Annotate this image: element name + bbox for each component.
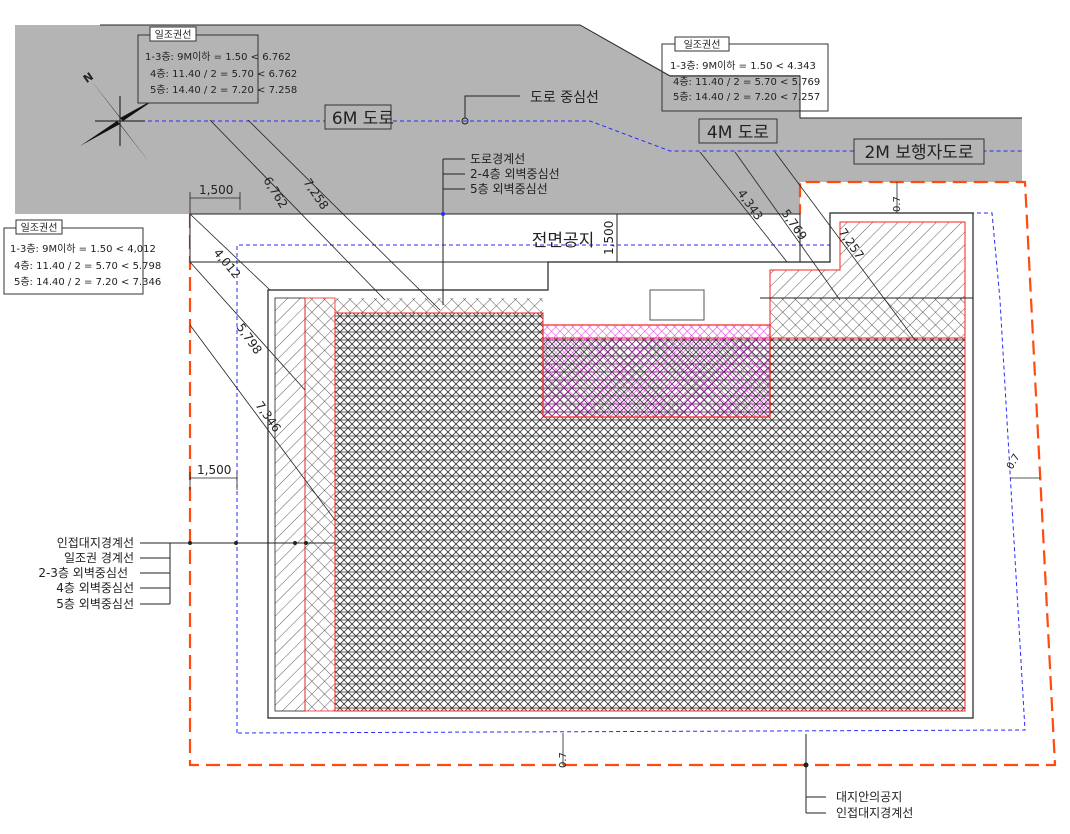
svg-text:2M 보행자도로: 2M 보행자도로 — [864, 143, 973, 163]
sunlight-box-1: 일조권선 1-3층: 9M이하 = 1.50 < 6.762 4층: 11.40… — [137, 26, 297, 104]
svg-text:5층 외벽중심선: 5층 외벽중심선 — [470, 182, 548, 196]
svg-text:일조권선: 일조권선 — [684, 39, 721, 51]
svg-text:일조권선: 일조권선 — [155, 29, 192, 41]
svg-text:4층: 11.40 / 2 = 5.70 < 5.769: 4층: 11.40 / 2 = 5.70 < 5.769 — [673, 76, 820, 88]
svg-text:인접대지경계선: 인접대지경계선 — [57, 536, 134, 550]
road-area — [15, 25, 1022, 214]
front-yard-dimension: 1,500 — [602, 221, 616, 255]
sunlight-box-2: 일조권선 1-3층: 9M이하 = 1.50 < 4.343 4층: 11.40… — [661, 36, 829, 112]
svg-text:2-3층 외벽중심선: 2-3층 외벽중심선 — [38, 566, 128, 580]
svg-text:인접대지경계선: 인접대지경계선 — [836, 806, 913, 820]
svg-text:일조권 경계선: 일조권 경계선 — [64, 551, 134, 565]
svg-text:5층: 14.40 / 2 = 7.20 < 7.257: 5층: 14.40 / 2 = 7.20 < 7.257 — [673, 91, 820, 103]
front-yard-box — [189, 213, 801, 263]
dim-gap-bottom: 0.7 — [558, 752, 569, 768]
svg-text:5층 외벽중심선: 5층 외벽중심선 — [56, 597, 134, 611]
left-callouts: 인접대지경계선 일조권 경계선 2-3층 외벽중심선 4층 외벽중심선 5층 외… — [38, 536, 335, 611]
road-center-callout: 도로 중심선 — [461, 90, 599, 125]
dim-5798: 5,798 — [234, 321, 265, 357]
top-callouts: 도로경계선 2-4층 외벽중심선 5층 외벽중심선 — [441, 152, 560, 305]
bottom-callouts: 대지안의공지 인접대지경계선 — [803, 734, 913, 820]
svg-text:4층: 11.40 / 2 = 5.70 < 6.762: 4층: 11.40 / 2 = 5.70 < 6.762 — [150, 68, 297, 80]
svg-text:5층: 14.40 / 2 = 7.20 < 7.346: 5층: 14.40 / 2 = 7.20 < 7.346 — [14, 276, 161, 288]
svg-text:도로경계선: 도로경계선 — [470, 152, 525, 166]
svg-text:5층: 14.40 / 2 = 7.20 < 7.258: 5층: 14.40 / 2 = 7.20 < 7.258 — [150, 84, 297, 96]
sunlight-box-3: 일조권선 1-3층: 9M이하 = 1.50 < 4,012 4층: 11.40… — [3, 219, 161, 295]
entrance-box — [649, 289, 705, 321]
dim-top-left-1500: 1,500 — [199, 183, 233, 197]
hatch-magenta-area — [542, 324, 771, 418]
dimension-lines — [189, 119, 1040, 765]
hatch-strip-diagonal — [274, 297, 306, 712]
svg-text:2-4층 외벽중심선: 2-4층 외벽중심선 — [470, 167, 560, 181]
road-4m-label: 4M 도로 — [698, 118, 778, 144]
hatch-right-cross — [769, 297, 966, 339]
svg-text:도로 중심선: 도로 중심선 — [530, 90, 599, 106]
svg-text:대지안의공지: 대지안의공지 — [836, 790, 902, 804]
site-boundary — [188, 180, 1057, 767]
road-2m-label: 2M 보행자도로 — [853, 138, 985, 165]
svg-text:4층: 11.40 / 2 = 5.70 < 5.798: 4층: 11.40 / 2 = 5.70 < 5.798 — [14, 260, 161, 272]
front-yard-label: 전면공지 — [532, 231, 595, 251]
svg-text:일조권선: 일조권선 — [21, 222, 58, 234]
svg-text:4M 도로: 4M 도로 — [707, 123, 769, 143]
svg-text:1-3층: 9M이하 = 1.50 < 4,012: 1-3층: 9M이하 = 1.50 < 4,012 — [10, 242, 156, 255]
dim-gap-top: 0.7 — [892, 196, 903, 212]
road-6m-label: 6M 도로 — [324, 104, 394, 130]
hatch-strip-cross — [304, 297, 336, 712]
svg-text:4층 외벽중심선: 4층 외벽중심선 — [56, 581, 134, 595]
hatch-top-band — [335, 298, 543, 313]
svg-text:1-3층: 9M이하 = 1.50 < 4.343: 1-3층: 9M이하 = 1.50 < 4.343 — [670, 59, 816, 72]
svg-text:6M 도로: 6M 도로 — [332, 109, 394, 129]
dim-left-1500: 1,500 — [197, 463, 231, 477]
dim-gap-right: 0.7 — [1005, 452, 1022, 471]
svg-text:1-3층: 9M이하 = 1.50 < 6.762: 1-3층: 9M이하 = 1.50 < 6.762 — [145, 50, 291, 63]
road-edge — [100, 24, 1022, 119]
